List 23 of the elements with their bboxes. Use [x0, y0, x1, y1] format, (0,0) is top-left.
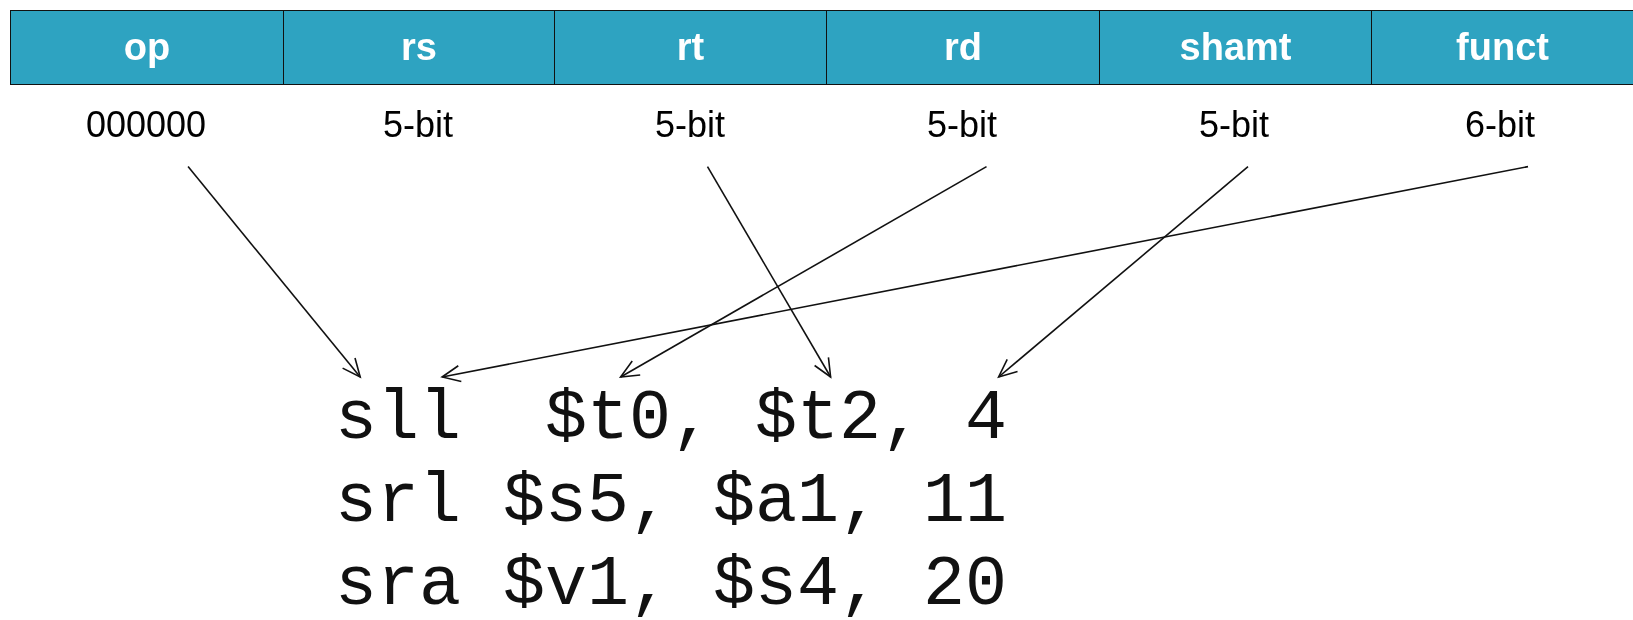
bit-width-label: 5-bit — [927, 105, 997, 145]
bit-width-label: 000000 — [85, 105, 207, 145]
code-token: $t2, — [755, 385, 924, 455]
code-token: 4 — [965, 385, 1007, 455]
code-line: srl $s5, $a1, 11 — [335, 468, 1008, 538]
bit-width-label: 6-bit — [1465, 105, 1535, 145]
arrow — [441, 165, 1529, 383]
bit-width-label: 5-bit — [655, 105, 725, 145]
code-token: $t0, — [545, 385, 714, 455]
code-line: sra $v1, $s4, 20 — [335, 551, 1008, 620]
field-header-cell: funct — [1371, 10, 1633, 85]
field-header-cell: rd — [826, 10, 1100, 85]
bit-width-label: 5-bit — [1199, 105, 1269, 145]
arrow — [187, 165, 361, 378]
arrow — [997, 165, 1249, 378]
field-header-cell: rs — [283, 10, 555, 85]
code-token: sll — [335, 385, 462, 455]
bit-width-label: 5-bit — [383, 105, 453, 145]
arrow — [619, 165, 988, 378]
field-header-cell: shamt — [1099, 10, 1372, 85]
field-header-cell: op — [10, 10, 284, 85]
arrow — [706, 165, 832, 378]
field-header-cell: rt — [554, 10, 827, 85]
